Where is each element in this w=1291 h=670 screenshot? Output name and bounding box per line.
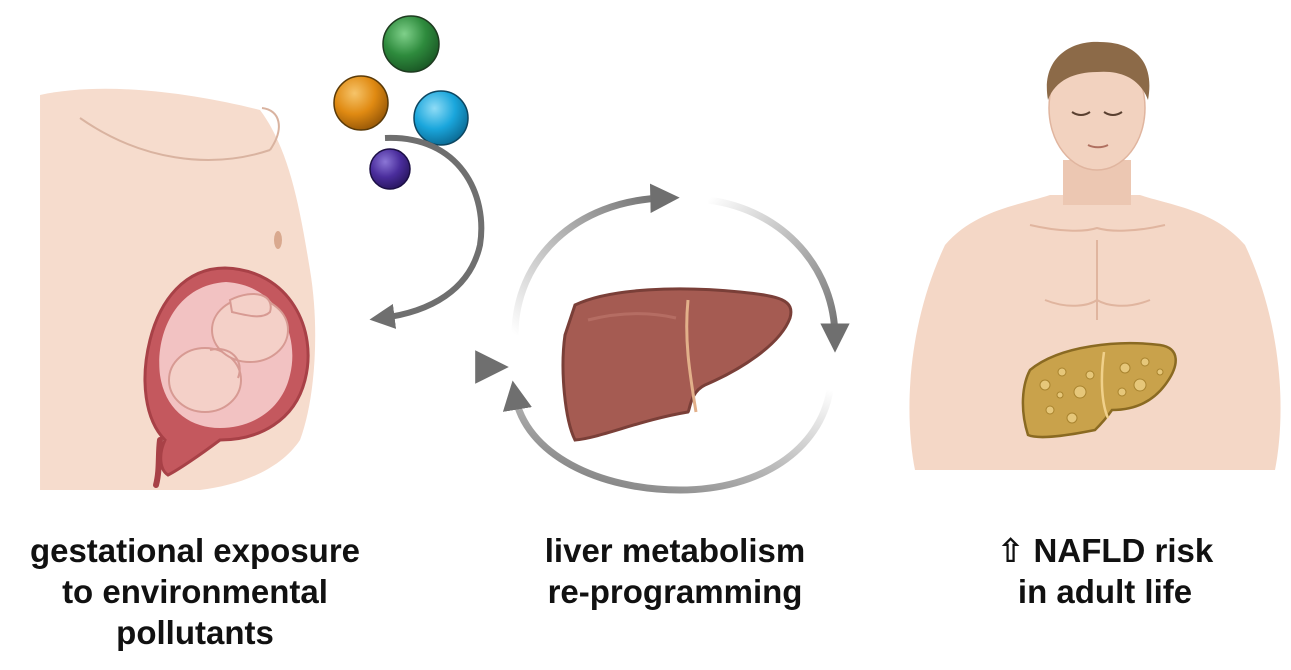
healthy-liver: [561, 287, 793, 442]
caption-line: re-programming: [547, 573, 803, 610]
adult-male-illustration: [909, 41, 1281, 470]
purple-particle: [369, 148, 411, 190]
pollutant-particles: [333, 15, 469, 190]
pregnant-abdomen-illustration: [0, 88, 316, 500]
caption-gestational-exposure: gestational exposure to environmental po…: [0, 530, 390, 653]
caption-liver-reprogramming: liver metabolism re-programming: [490, 530, 860, 612]
blue-particle: [413, 90, 469, 146]
green-particle: [382, 15, 440, 73]
caption-line: ⇧ NAFLD risk: [996, 532, 1214, 569]
caption-line: to environmental: [62, 573, 328, 610]
caption-nafld-risk: ⇧ NAFLD risk in adult life: [940, 530, 1270, 612]
reprogramming-cycle-arrows: [502, 183, 850, 494]
caption-line: gestational exposure: [29, 532, 361, 569]
exposure-curved-arrow: [369, 134, 485, 329]
caption-line: liver metabolism: [544, 532, 806, 569]
fatty-liver: [1021, 342, 1177, 439]
caption-line: in adult life: [1017, 573, 1193, 610]
fetus: [168, 293, 289, 413]
orange-particle: [333, 75, 389, 131]
caption-line: pollutants: [116, 614, 274, 651]
